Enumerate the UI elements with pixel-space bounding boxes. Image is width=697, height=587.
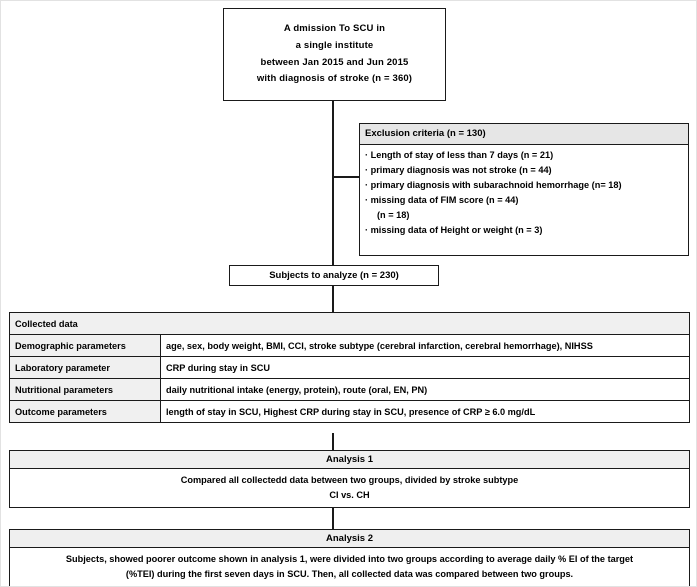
exclusion-item: · Length of stay of less than 7 days (n …	[365, 150, 554, 160]
row-label-demographic: Demographic parameters	[9, 334, 161, 357]
analysis-1-title: Analysis 1	[10, 451, 689, 469]
table-row: Laboratory parameter CRP during stay in …	[9, 356, 690, 379]
table-row: Nutritional parameters daily nutritional…	[9, 378, 690, 401]
collected-data-table: Collected data Demographic parameters ag…	[9, 312, 690, 423]
admission-box: A dmission To SCU in a single institute …	[223, 8, 446, 101]
admission-line-3: between Jan 2015 and Jun 2015	[260, 56, 409, 68]
row-label-nutritional: Nutritional parameters	[9, 378, 161, 401]
connector-admission-to-subjects	[332, 101, 334, 265]
admission-line-2: a single institute	[295, 39, 374, 51]
row-label-outcome: Outcome parameters	[9, 400, 161, 423]
analysis-2-title: Analysis 2	[10, 530, 689, 548]
table-row: Demographic parameters age, sex, body we…	[9, 334, 690, 357]
exclusion-item: · primary diagnosis with subarachnoid he…	[365, 179, 622, 190]
subjects-to-analyze-box: Subjects to analyze (n = 230)	[229, 265, 439, 286]
exclusion-criteria-header: Exclusion criteria (n = 130)	[360, 124, 688, 145]
analysis-2-box: Analysis 2 Subjects, showed poorer outco…	[9, 529, 690, 586]
analysis-2-body: Subjects, showed poorer outcome shown in…	[10, 548, 689, 586]
exclusion-item: · missing data of Height or weight (n = …	[365, 224, 543, 235]
exclusion-item: (n = 18)	[377, 209, 410, 220]
analysis-1-line-1: Compared all collectedd data between two…	[180, 475, 519, 485]
analysis-2-line-2: (%TEI) during the first seven days in SC…	[125, 568, 574, 579]
collected-data-header: Collected data	[9, 312, 690, 335]
connector-analysis1-to-analysis2	[332, 508, 334, 529]
admission-line-4: with diagnosis of stroke (n = 360)	[256, 73, 413, 85]
table-row-header: Collected data	[9, 312, 690, 335]
exclusion-criteria-list: · Length of stay of less than 7 days (n …	[360, 145, 688, 237]
exclusion-criteria-box: Exclusion criteria (n = 130) · Length of…	[359, 123, 689, 256]
row-value-laboratory: CRP during stay in SCU	[160, 356, 690, 379]
analysis-2-line-1: Subjects, showed poorer outcome shown in…	[65, 554, 634, 564]
connector-subjects-to-collected	[332, 286, 334, 312]
exclusion-item: · primary diagnosis was not stroke (n = …	[365, 164, 552, 175]
connector-branch-to-exclusion	[332, 176, 360, 178]
connector-collected-to-analysis1	[332, 433, 334, 450]
row-value-outcome: length of stay in SCU, Highest CRP durin…	[160, 400, 690, 423]
analysis-1-body: Compared all collectedd data between two…	[10, 469, 689, 507]
admission-text: A dmission To SCU in a single institute …	[257, 21, 412, 88]
exclusion-item: · missing data of FIM score (n = 44)	[365, 194, 519, 205]
row-value-nutritional: daily nutritional intake (energy, protei…	[160, 378, 690, 401]
row-value-demographic: age, sex, body weight, BMI, CCI, stroke …	[160, 334, 690, 357]
admission-line-1: A dmission To SCU in	[283, 23, 386, 35]
table-row: Outcome parameters length of stay in SCU…	[9, 400, 690, 423]
analysis-1-line-2: CI vs. CH	[329, 489, 370, 500]
row-label-laboratory: Laboratory parameter	[9, 356, 161, 379]
analysis-1-box: Analysis 1 Compared all collectedd data …	[9, 450, 690, 509]
